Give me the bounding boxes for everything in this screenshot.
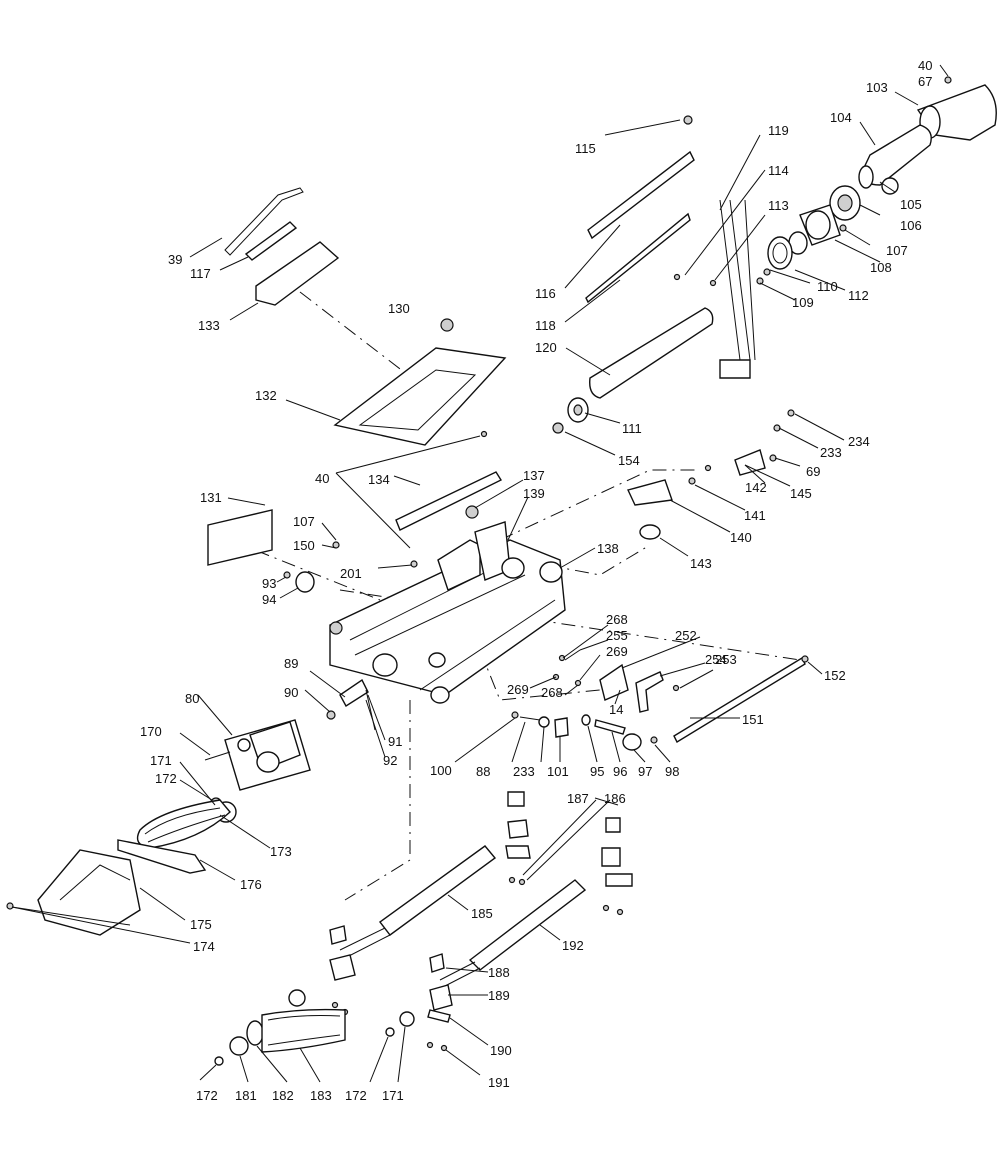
part-label-141: 141 xyxy=(744,508,766,523)
part-label-133: 133 xyxy=(198,318,220,333)
part-label-107: 107 xyxy=(293,514,315,529)
part-label-116: 116 xyxy=(535,286,556,301)
part-label-192: 192 xyxy=(562,938,584,953)
part-label-173: 173 xyxy=(270,844,292,859)
part-label-137: 137 xyxy=(523,468,545,483)
part-label-80: 80 xyxy=(185,691,199,706)
part-label-143: 143 xyxy=(690,556,712,571)
part-label-131: 131 xyxy=(200,490,222,505)
part-label-109: 109 xyxy=(792,295,814,310)
part-label-95: 95 xyxy=(590,764,604,779)
part-label-130: 130 xyxy=(388,301,410,316)
part-label-269: 269 xyxy=(507,682,529,697)
part-label-182: 182 xyxy=(272,1088,294,1103)
part-label-185: 185 xyxy=(471,906,493,921)
part-label-152: 152 xyxy=(824,668,846,683)
part-label-111: 111 xyxy=(622,421,642,436)
part-label-191: 191 xyxy=(488,1075,510,1090)
part-label-89: 89 xyxy=(284,656,298,671)
base-body xyxy=(283,409,795,704)
part-label-145: 145 xyxy=(790,486,812,501)
part-label-134: 134 xyxy=(368,472,390,487)
part-label-171: 171 xyxy=(150,753,172,768)
part-label-254: 254 xyxy=(705,652,727,667)
dust-hood-group xyxy=(207,187,507,566)
part-label-172: 172 xyxy=(345,1088,367,1103)
part-label-175: 175 xyxy=(190,917,212,932)
part-label-96: 96 xyxy=(613,764,627,779)
feed-roller-group xyxy=(214,791,633,1066)
cutterhead-group xyxy=(552,115,756,434)
part-label-142: 142 xyxy=(745,480,767,495)
part-label-118: 118 xyxy=(535,318,556,333)
part-label-188: 188 xyxy=(488,965,510,980)
part-label-113: 113 xyxy=(768,198,789,213)
part-label-94: 94 xyxy=(262,592,276,607)
part-label-138: 138 xyxy=(597,541,619,556)
part-label-107: 107 xyxy=(886,243,908,258)
gearbox-group xyxy=(6,678,376,936)
part-label-181: 181 xyxy=(235,1088,257,1103)
part-label-106: 106 xyxy=(900,218,922,233)
part-label-90: 90 xyxy=(284,685,298,700)
part-label-39: 39 xyxy=(168,252,182,267)
part-label-100: 100 xyxy=(430,763,452,778)
part-label-234: 234 xyxy=(848,434,870,449)
part-label-255: 255 xyxy=(606,628,628,643)
part-label-112: 112 xyxy=(848,288,869,303)
part-label-92: 92 xyxy=(383,753,397,768)
part-label-115: 115 xyxy=(575,141,596,156)
part-label-120: 120 xyxy=(535,340,557,355)
part-label-150: 150 xyxy=(293,538,315,553)
part-label-101: 101 xyxy=(547,764,569,779)
part-label-171: 171 xyxy=(382,1088,404,1103)
part-label-114: 114 xyxy=(768,163,789,178)
part-label-174: 174 xyxy=(193,939,215,954)
part-label-105: 105 xyxy=(900,197,922,212)
part-label-253: 253 xyxy=(715,652,737,667)
part-label-252: 252 xyxy=(675,628,697,643)
part-label-201: 201 xyxy=(340,566,362,581)
part-label-233: 233 xyxy=(513,764,535,779)
part-label-98: 98 xyxy=(665,764,679,779)
part-label-172: 172 xyxy=(155,771,177,786)
rail-group xyxy=(511,649,809,751)
part-label-93: 93 xyxy=(262,576,276,591)
pulley-belt-group xyxy=(756,76,997,285)
part-label-40: 40 xyxy=(918,58,932,73)
part-label-88: 88 xyxy=(476,764,490,779)
part-label-190: 190 xyxy=(490,1043,512,1058)
part-label-104: 104 xyxy=(830,110,852,125)
part-label-176: 176 xyxy=(240,877,262,892)
part-label-14: 14 xyxy=(609,702,623,717)
part-label-183: 183 xyxy=(310,1088,332,1103)
part-label-189: 189 xyxy=(488,988,510,1003)
part-label-139: 139 xyxy=(523,486,545,501)
part-label-170: 170 xyxy=(140,724,162,739)
part-label-269: 269 xyxy=(606,644,628,659)
part-label-97: 97 xyxy=(638,764,652,779)
part-label-172: 172 xyxy=(196,1088,218,1103)
part-label-140: 140 xyxy=(730,530,752,545)
part-label-69: 69 xyxy=(806,464,820,479)
part-label-233: 233 xyxy=(820,445,842,460)
part-label-110: 110 xyxy=(817,279,838,294)
part-label-151: 151 xyxy=(742,712,764,727)
part-label-154: 154 xyxy=(618,453,640,468)
part-label-103: 103 xyxy=(866,80,888,95)
part-label-67: 67 xyxy=(918,74,932,89)
part-label-119: 119 xyxy=(768,123,789,138)
part-label-132: 132 xyxy=(255,388,277,403)
part-label-108: 108 xyxy=(870,260,892,275)
part-label-91: 91 xyxy=(388,734,402,749)
part-label-268: 268 xyxy=(606,612,628,627)
part-label-40: 40 xyxy=(315,471,329,486)
part-label-268: 268 xyxy=(541,685,563,700)
part-label-187: 187 xyxy=(567,791,589,806)
part-label-117: 117 xyxy=(190,266,211,281)
part-labels: 40 67 103 104 105 106 107 108 110 112 10… xyxy=(140,58,932,1103)
part-label-186: 186 xyxy=(604,791,626,806)
leader-lines xyxy=(11,64,949,1083)
